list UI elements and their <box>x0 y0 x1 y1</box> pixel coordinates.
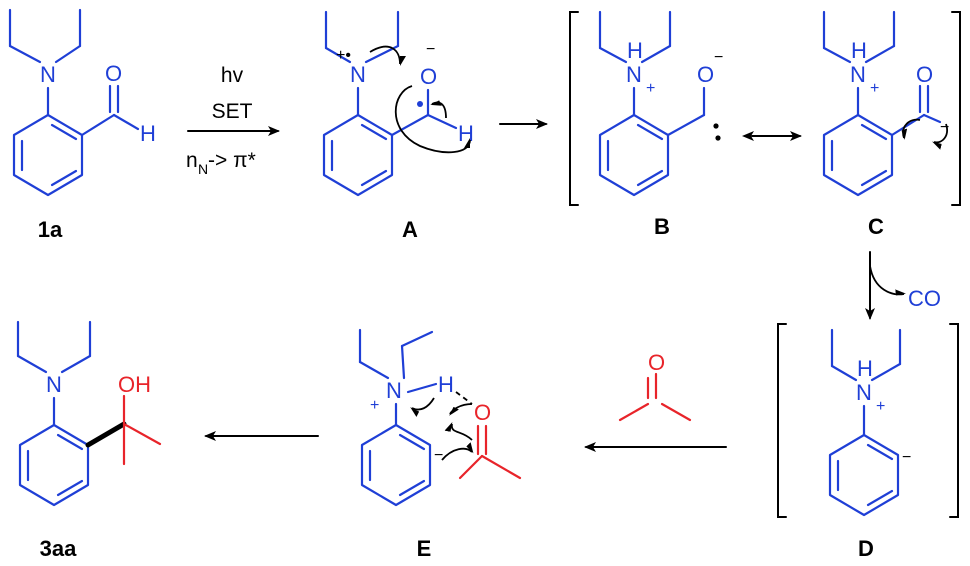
atom-n: N <box>626 62 642 87</box>
atom-o: O <box>474 400 491 425</box>
atom-n: N <box>386 378 402 403</box>
arrow-1a-to-A: hv SET n N -> π* <box>186 64 280 177</box>
molecule-3aa: N OH <box>16 320 162 507</box>
label-D: D <box>858 536 874 561</box>
charge-minus: − <box>426 41 435 58</box>
condition-n: n <box>186 149 198 172</box>
atom-o: O <box>916 62 933 87</box>
atom-h: H <box>438 372 454 397</box>
atom-h: H <box>851 38 867 63</box>
molecule-C: N H + O − <box>822 10 949 197</box>
label-3aa: 3aa <box>40 536 77 561</box>
condition-hv: hv <box>221 64 244 87</box>
label-C: C <box>868 214 884 239</box>
atom-h: H <box>627 38 643 63</box>
charge-minus: − <box>714 49 723 66</box>
molecule-B: N H + O − <box>598 10 723 197</box>
molecule-E: N + H − O <box>358 328 522 507</box>
bracket-left-D <box>777 323 787 518</box>
atom-o: O <box>648 350 665 375</box>
label-E: E <box>417 536 432 561</box>
charge-plus: + <box>870 80 879 97</box>
atom-h: H <box>458 121 474 146</box>
condition-transition: -> π* <box>208 149 256 172</box>
bracket-right-D <box>949 323 959 518</box>
charge-minus: − <box>434 447 443 464</box>
label-1a: 1a <box>38 217 63 242</box>
bracket-right-BC <box>951 11 961 206</box>
molecule-A: N +• O − H <box>322 10 474 197</box>
atom-o: O <box>697 62 714 87</box>
atom-n: N <box>46 372 62 397</box>
atom-h: H <box>140 121 156 146</box>
atom-n: N <box>856 380 872 405</box>
condition-set: SET <box>212 100 253 123</box>
acetone-reagent: O <box>618 350 692 422</box>
charge-plus: + <box>646 80 655 97</box>
atom-n: N <box>350 62 366 87</box>
atom-n: N <box>40 62 56 87</box>
molecule-1a: N O H <box>8 8 156 197</box>
atom-oh: OH <box>118 372 151 397</box>
molecule-D: N H + − <box>828 328 911 517</box>
radical-cation: +• <box>336 47 351 64</box>
charge-minus: − <box>902 449 911 466</box>
charge-minus: − <box>940 119 949 136</box>
charge-plus: + <box>370 397 379 414</box>
condition-n-sub: N <box>198 161 208 177</box>
arrow-C-to-D: CO <box>865 251 941 320</box>
bracket-left-BC <box>569 11 579 206</box>
byproduct-co: CO <box>908 286 941 311</box>
atom-h: H <box>857 356 873 381</box>
label-A: A <box>402 217 418 242</box>
charge-plus: + <box>876 398 885 415</box>
atom-n: N <box>850 62 866 87</box>
atom-o: O <box>105 61 122 86</box>
atom-o: O <box>420 64 437 89</box>
label-B: B <box>654 214 670 239</box>
